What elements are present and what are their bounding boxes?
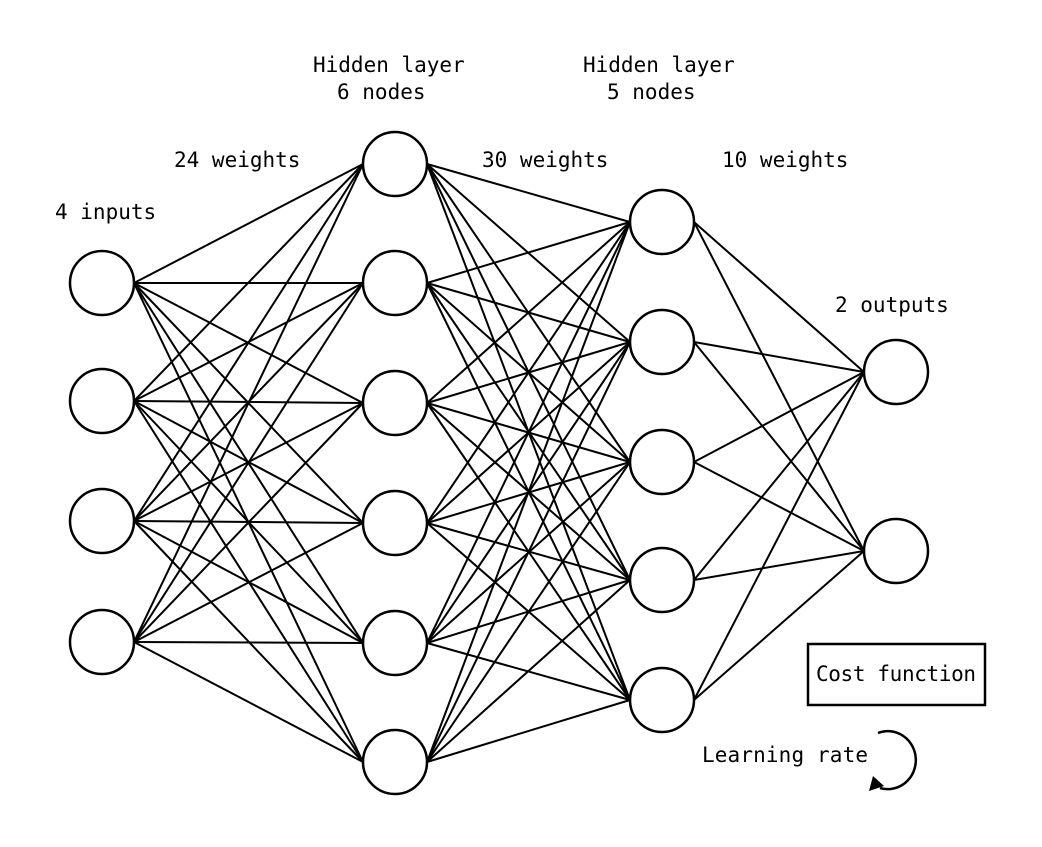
weight-input-1-to-hidden-1-1 xyxy=(133,163,364,284)
weight-hidden-1-6-to-hidden-2-3 xyxy=(426,461,631,763)
node-hidden-1-5 xyxy=(361,609,429,677)
weight-input-4-to-hidden-1-3 xyxy=(133,402,364,643)
weight-hidden-1-5-to-hidden-2-1 xyxy=(426,221,631,644)
node-hidden-1-1 xyxy=(361,130,429,198)
node-hidden-2-3 xyxy=(628,428,696,496)
node-hidden-2-1 xyxy=(628,188,696,256)
weight-hidden-2-4-to-output-1 xyxy=(693,371,865,581)
weight-input-4-to-hidden-1-4 xyxy=(133,522,364,643)
hidden2-nodes: 5 nodes xyxy=(607,80,696,104)
weight-hidden-2-4-to-output-2 xyxy=(693,550,865,581)
weight-hidden-1-1-to-hidden-2-1 xyxy=(426,163,631,223)
nodes xyxy=(68,130,930,796)
weights3-label: 10 weights xyxy=(722,148,848,172)
weight-hidden-1-4-to-hidden-2-1 xyxy=(426,221,631,524)
hidden2-title: Hidden layer xyxy=(583,53,735,77)
node-input-2 xyxy=(68,367,136,435)
weights xyxy=(133,163,865,763)
weight-input-3-to-hidden-1-1 xyxy=(133,163,364,522)
weights1-label: 24 weights xyxy=(174,148,300,172)
inputs-label: 4 inputs xyxy=(55,200,156,224)
weight-hidden-1-6-to-hidden-2-2 xyxy=(426,341,631,763)
weight-hidden-1-6-to-hidden-2-1 xyxy=(426,221,631,763)
outputs-label: 2 outputs xyxy=(835,293,949,317)
weight-hidden-1-2-to-hidden-2-1 xyxy=(426,221,631,284)
learning-rate-label: Learning rate xyxy=(702,743,868,767)
node-hidden-2-2 xyxy=(628,308,696,376)
weight-input-4-to-hidden-1-1 xyxy=(133,163,364,643)
node-hidden-1-6 xyxy=(361,728,429,796)
node-input-4 xyxy=(68,608,136,676)
weight-hidden-1-6-to-hidden-2-4 xyxy=(426,579,631,763)
weight-hidden-2-5-to-output-2 xyxy=(693,550,865,701)
node-hidden-1-2 xyxy=(361,249,429,317)
weight-input-4-to-hidden-1-6 xyxy=(133,641,364,763)
node-input-3 xyxy=(68,487,136,555)
circular-arrow-icon xyxy=(869,729,918,791)
weight-hidden-2-2-to-output-1 xyxy=(693,341,865,373)
weight-hidden-1-6-to-hidden-2-5 xyxy=(426,699,631,763)
weight-hidden-2-3-to-output-1 xyxy=(693,371,865,463)
node-output-2 xyxy=(862,517,930,585)
weight-input-2-to-hidden-1-1 xyxy=(133,163,364,402)
weight-hidden-2-1-to-output-2 xyxy=(693,221,865,552)
node-hidden-2-4 xyxy=(628,546,696,614)
node-hidden-2-5 xyxy=(628,666,696,734)
weight-input-4-to-hidden-1-5 xyxy=(133,641,364,644)
weight-hidden-2-5-to-output-1 xyxy=(693,371,865,701)
hidden1-nodes: 6 nodes xyxy=(337,80,426,104)
cost-function-label: Cost function xyxy=(816,662,976,686)
weight-hidden-2-1-to-output-1 xyxy=(693,221,865,373)
hidden1-title: Hidden layer xyxy=(313,53,465,77)
node-output-1 xyxy=(862,338,930,406)
weights2-label: 30 weights xyxy=(482,148,608,172)
weight-hidden-2-2-to-output-2 xyxy=(693,341,865,552)
weight-input-4-to-hidden-1-2 xyxy=(133,282,364,643)
weight-hidden-1-3-to-hidden-2-1 xyxy=(426,221,631,404)
cost-function-box xyxy=(806,642,987,707)
node-input-1 xyxy=(68,249,136,317)
node-hidden-1-4 xyxy=(361,489,429,557)
node-hidden-1-3 xyxy=(361,369,429,437)
weight-hidden-2-3-to-output-2 xyxy=(693,461,865,552)
